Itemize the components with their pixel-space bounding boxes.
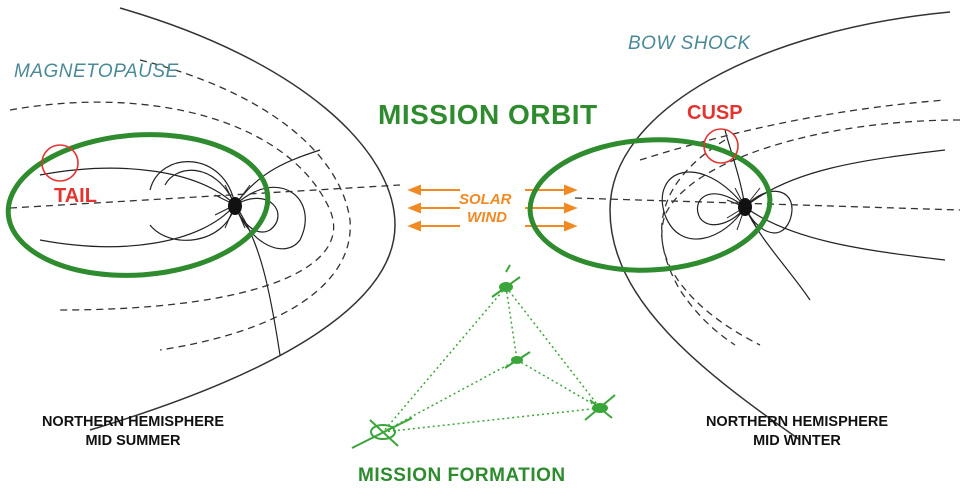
right-dayside-loop-small bbox=[696, 193, 746, 226]
tail-highlight-circle bbox=[41, 144, 79, 182]
right-panel bbox=[527, 11, 961, 441]
right-dayside-loop-large bbox=[661, 171, 746, 240]
mission-orbit-title: MISSION ORBIT bbox=[378, 99, 598, 130]
left-magnetopause-boundary bbox=[89, 7, 396, 431]
right-mission-orbit bbox=[527, 137, 773, 273]
left-field-line-upper2 bbox=[149, 161, 236, 206]
wind-label: WIND bbox=[467, 209, 507, 226]
mission-formation-caption: MISSION FORMATION bbox=[358, 465, 566, 486]
cusp-label: CUSP bbox=[687, 102, 743, 124]
right-outer-dashed-curve bbox=[661, 139, 736, 346]
spacecraft-middle bbox=[504, 351, 531, 369]
bow-shock-label: BOW SHOCK bbox=[628, 33, 751, 54]
spacecraft-bottom-left bbox=[351, 417, 413, 449]
left-mission-orbit bbox=[5, 132, 271, 278]
right-open-field-lower bbox=[744, 206, 811, 301]
left-field-line-lower bbox=[149, 204, 236, 241]
winter-caption-line1: NORTHERN HEMISPHERE bbox=[705, 414, 889, 430]
left-field-line-outer bbox=[39, 167, 236, 248]
right-field-line-tail-upper bbox=[744, 149, 946, 208]
right-bow-shock-boundary bbox=[609, 11, 951, 441]
winter-caption: NORTHERN HEMISPHERE MID WINTER bbox=[697, 413, 897, 451]
left-dayside-loop-large bbox=[234, 186, 306, 250]
left-field-line-upper bbox=[164, 169, 236, 206]
left-open-field-line bbox=[234, 204, 281, 356]
right-cusp-dashed-line bbox=[639, 99, 946, 161]
left-dayside-loop-small bbox=[234, 197, 279, 233]
summer-caption-line1: NORTHERN HEMISPHERE bbox=[41, 414, 225, 430]
magnetopause-label: MAGNETOPAUSE bbox=[14, 61, 179, 82]
summer-caption-line2: MID SUMMER bbox=[85, 433, 181, 449]
left-earth bbox=[228, 197, 242, 215]
left-equatorial-dashed-line bbox=[9, 184, 401, 209]
spacecraft-top bbox=[491, 264, 521, 298]
left-panel bbox=[5, 7, 401, 431]
solar-label: SOLAR bbox=[459, 191, 512, 208]
mission-formation bbox=[351, 264, 616, 449]
right-earth bbox=[738, 198, 752, 216]
right-magnetopause-dashed bbox=[661, 119, 961, 346]
tail-label: TAIL bbox=[54, 185, 97, 207]
summer-caption: NORTHERN HEMISPHERE MID SUMMER bbox=[33, 413, 233, 451]
left-upper-open-line bbox=[234, 149, 321, 206]
winter-caption-line2: MID WINTER bbox=[753, 433, 841, 449]
cusp-highlight-circle bbox=[703, 128, 739, 164]
right-field-line-tail-lower bbox=[744, 206, 946, 261]
left-outer-dashed-curve bbox=[139, 59, 351, 351]
spacecraft-right bbox=[584, 394, 616, 421]
